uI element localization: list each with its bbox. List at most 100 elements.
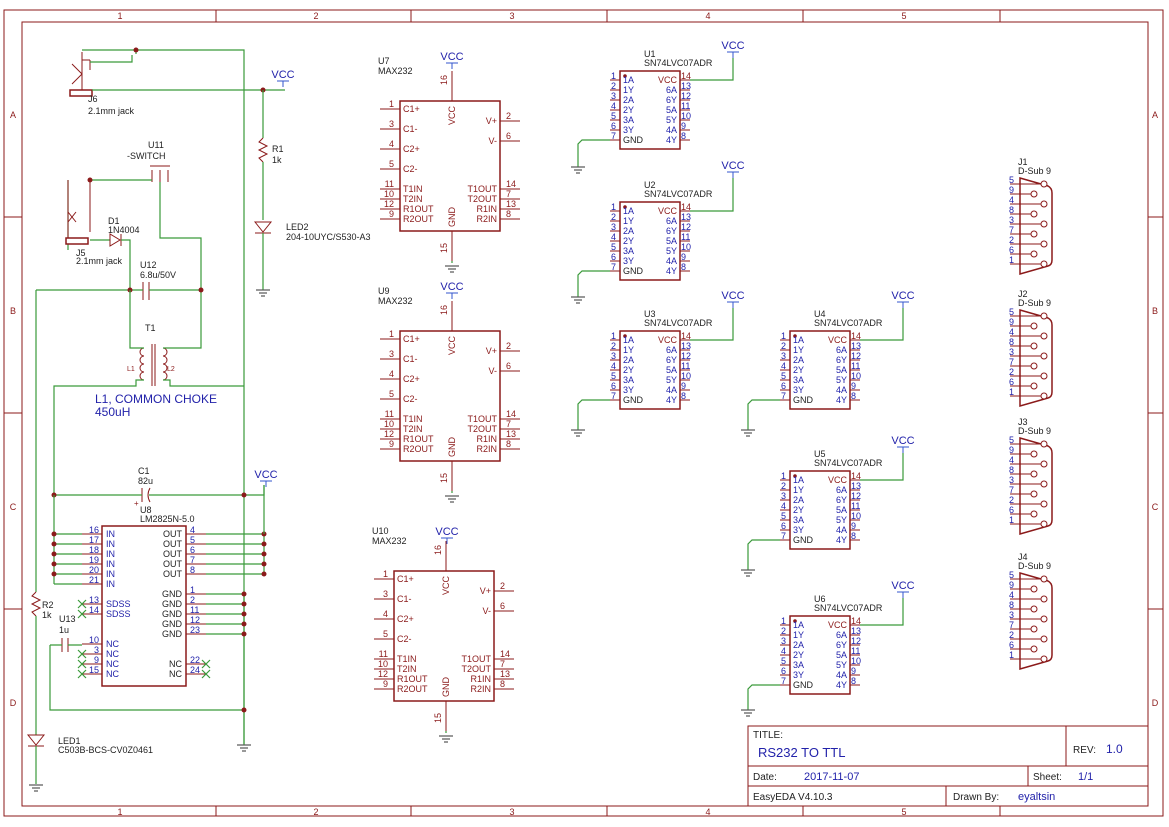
- pin-name: 4A: [836, 670, 847, 680]
- pin-number: 11: [681, 101, 690, 111]
- pin-name: 3A: [623, 375, 634, 385]
- c1-plus: +: [134, 499, 139, 508]
- pin-number: 9: [681, 252, 686, 262]
- pin-name: 6Y: [836, 640, 847, 650]
- pin-number: 2: [1009, 235, 1014, 245]
- pin-number: 4: [389, 139, 394, 149]
- pin-number: 7: [781, 531, 786, 541]
- capacitor-u12[interactable]: U12 6.8u/50V: [140, 260, 176, 300]
- pin-name: NC: [106, 669, 119, 679]
- pin-name: OUT: [163, 549, 183, 559]
- pin-number: 12: [681, 351, 691, 361]
- switch-u11[interactable]: U11 -SWITCH: [127, 140, 170, 182]
- pin-name: GND: [162, 629, 183, 639]
- jack-j5[interactable]: J5 2.1mm jack: [65, 180, 123, 266]
- pin-number: 2: [781, 626, 786, 636]
- pin-name: GND: [623, 266, 644, 276]
- pin-number: 9: [851, 521, 856, 531]
- resistor-r1[interactable]: R1 1k: [257, 90, 284, 165]
- pin-name: 5Y: [666, 246, 677, 256]
- pin-number: 13: [681, 212, 691, 222]
- row-label: B: [10, 306, 16, 316]
- pin-name: IN: [106, 579, 115, 589]
- pin-number: 24: [190, 665, 200, 675]
- vcc-label: VCC: [440, 51, 463, 63]
- col-label: 1: [117, 807, 122, 817]
- pin-name: 5Y: [836, 375, 847, 385]
- pin-number: 7: [611, 131, 616, 141]
- pin-name: IN: [106, 529, 115, 539]
- pin-number: 2: [506, 341, 511, 351]
- rev-value: 1.0: [1106, 742, 1123, 756]
- pin-name: R2IN: [476, 444, 497, 454]
- capacitor-u13[interactable]: U13 1u: [59, 614, 76, 652]
- u12-value: 6.8u/50V: [140, 270, 176, 280]
- pin-number: 14: [681, 71, 691, 81]
- pin-number: 8: [1009, 205, 1014, 215]
- pin-name: OUT: [163, 539, 183, 549]
- pin-number: 16: [433, 545, 443, 555]
- pin-name: VCC: [441, 575, 451, 595]
- pin-name: T2OUT: [467, 194, 497, 204]
- date-label: Date:: [753, 772, 777, 783]
- pin-name: GND: [162, 599, 183, 609]
- pin-number: 9: [383, 679, 388, 689]
- led-led2[interactable]: LED2 204-10UYC/S530-A3: [253, 221, 371, 242]
- pin-name: R2OUT: [397, 684, 428, 694]
- pin-number: 14: [500, 649, 510, 659]
- diode-d1[interactable]: D1 1N4004: [108, 216, 140, 247]
- chip-ref: U9: [378, 286, 390, 296]
- pin-number: 9: [851, 381, 856, 391]
- pin-name: 3Y: [623, 125, 634, 135]
- col-label: 4: [705, 11, 710, 21]
- pin-name: 6A: [666, 216, 677, 226]
- pin-number: 11: [851, 361, 860, 371]
- pin-name: GND: [793, 680, 814, 690]
- col-label: 5: [901, 11, 906, 21]
- pin-name: 4Y: [666, 135, 677, 145]
- pin-number: 4: [190, 525, 195, 535]
- pin-number: 7: [1009, 357, 1014, 367]
- transformer-t1[interactable]: T1 L1 L2: [127, 323, 175, 386]
- chip-ref: U3: [644, 309, 656, 319]
- pin-number: 6: [781, 521, 786, 531]
- pin-number: 9: [1009, 580, 1014, 590]
- pin-number: 7: [611, 391, 616, 401]
- jack-j6[interactable]: J6 2.1mm jack: [69, 52, 135, 116]
- led-led1[interactable]: LED1 C503B-BCS-CV0Z0461: [26, 734, 153, 755]
- pin-number: 7: [611, 262, 616, 272]
- ground-symbol: [445, 495, 459, 503]
- pin-number: 6: [781, 381, 786, 391]
- pin-number: 4: [781, 361, 786, 371]
- pin-number: 16: [439, 75, 449, 85]
- pin-name: C2+: [403, 144, 420, 154]
- chip-ref: U5: [814, 449, 826, 459]
- pin-name: 6A: [666, 85, 677, 95]
- resistor-r2[interactable]: R2 1k: [30, 591, 54, 620]
- u8-value: LM2825N-5.0: [140, 514, 195, 524]
- row-label: D: [1152, 698, 1159, 708]
- pin-name: C2-: [397, 634, 412, 644]
- capacitor-c1[interactable]: C1 82u +: [134, 466, 153, 508]
- dsub-value: D-Sub 9: [1018, 166, 1051, 176]
- pin-number: 3: [389, 349, 394, 359]
- pin-name: 2A: [793, 495, 804, 505]
- pin-number: 7: [506, 419, 511, 429]
- pin-number: 23: [190, 625, 200, 635]
- pin-number: 18: [89, 545, 99, 555]
